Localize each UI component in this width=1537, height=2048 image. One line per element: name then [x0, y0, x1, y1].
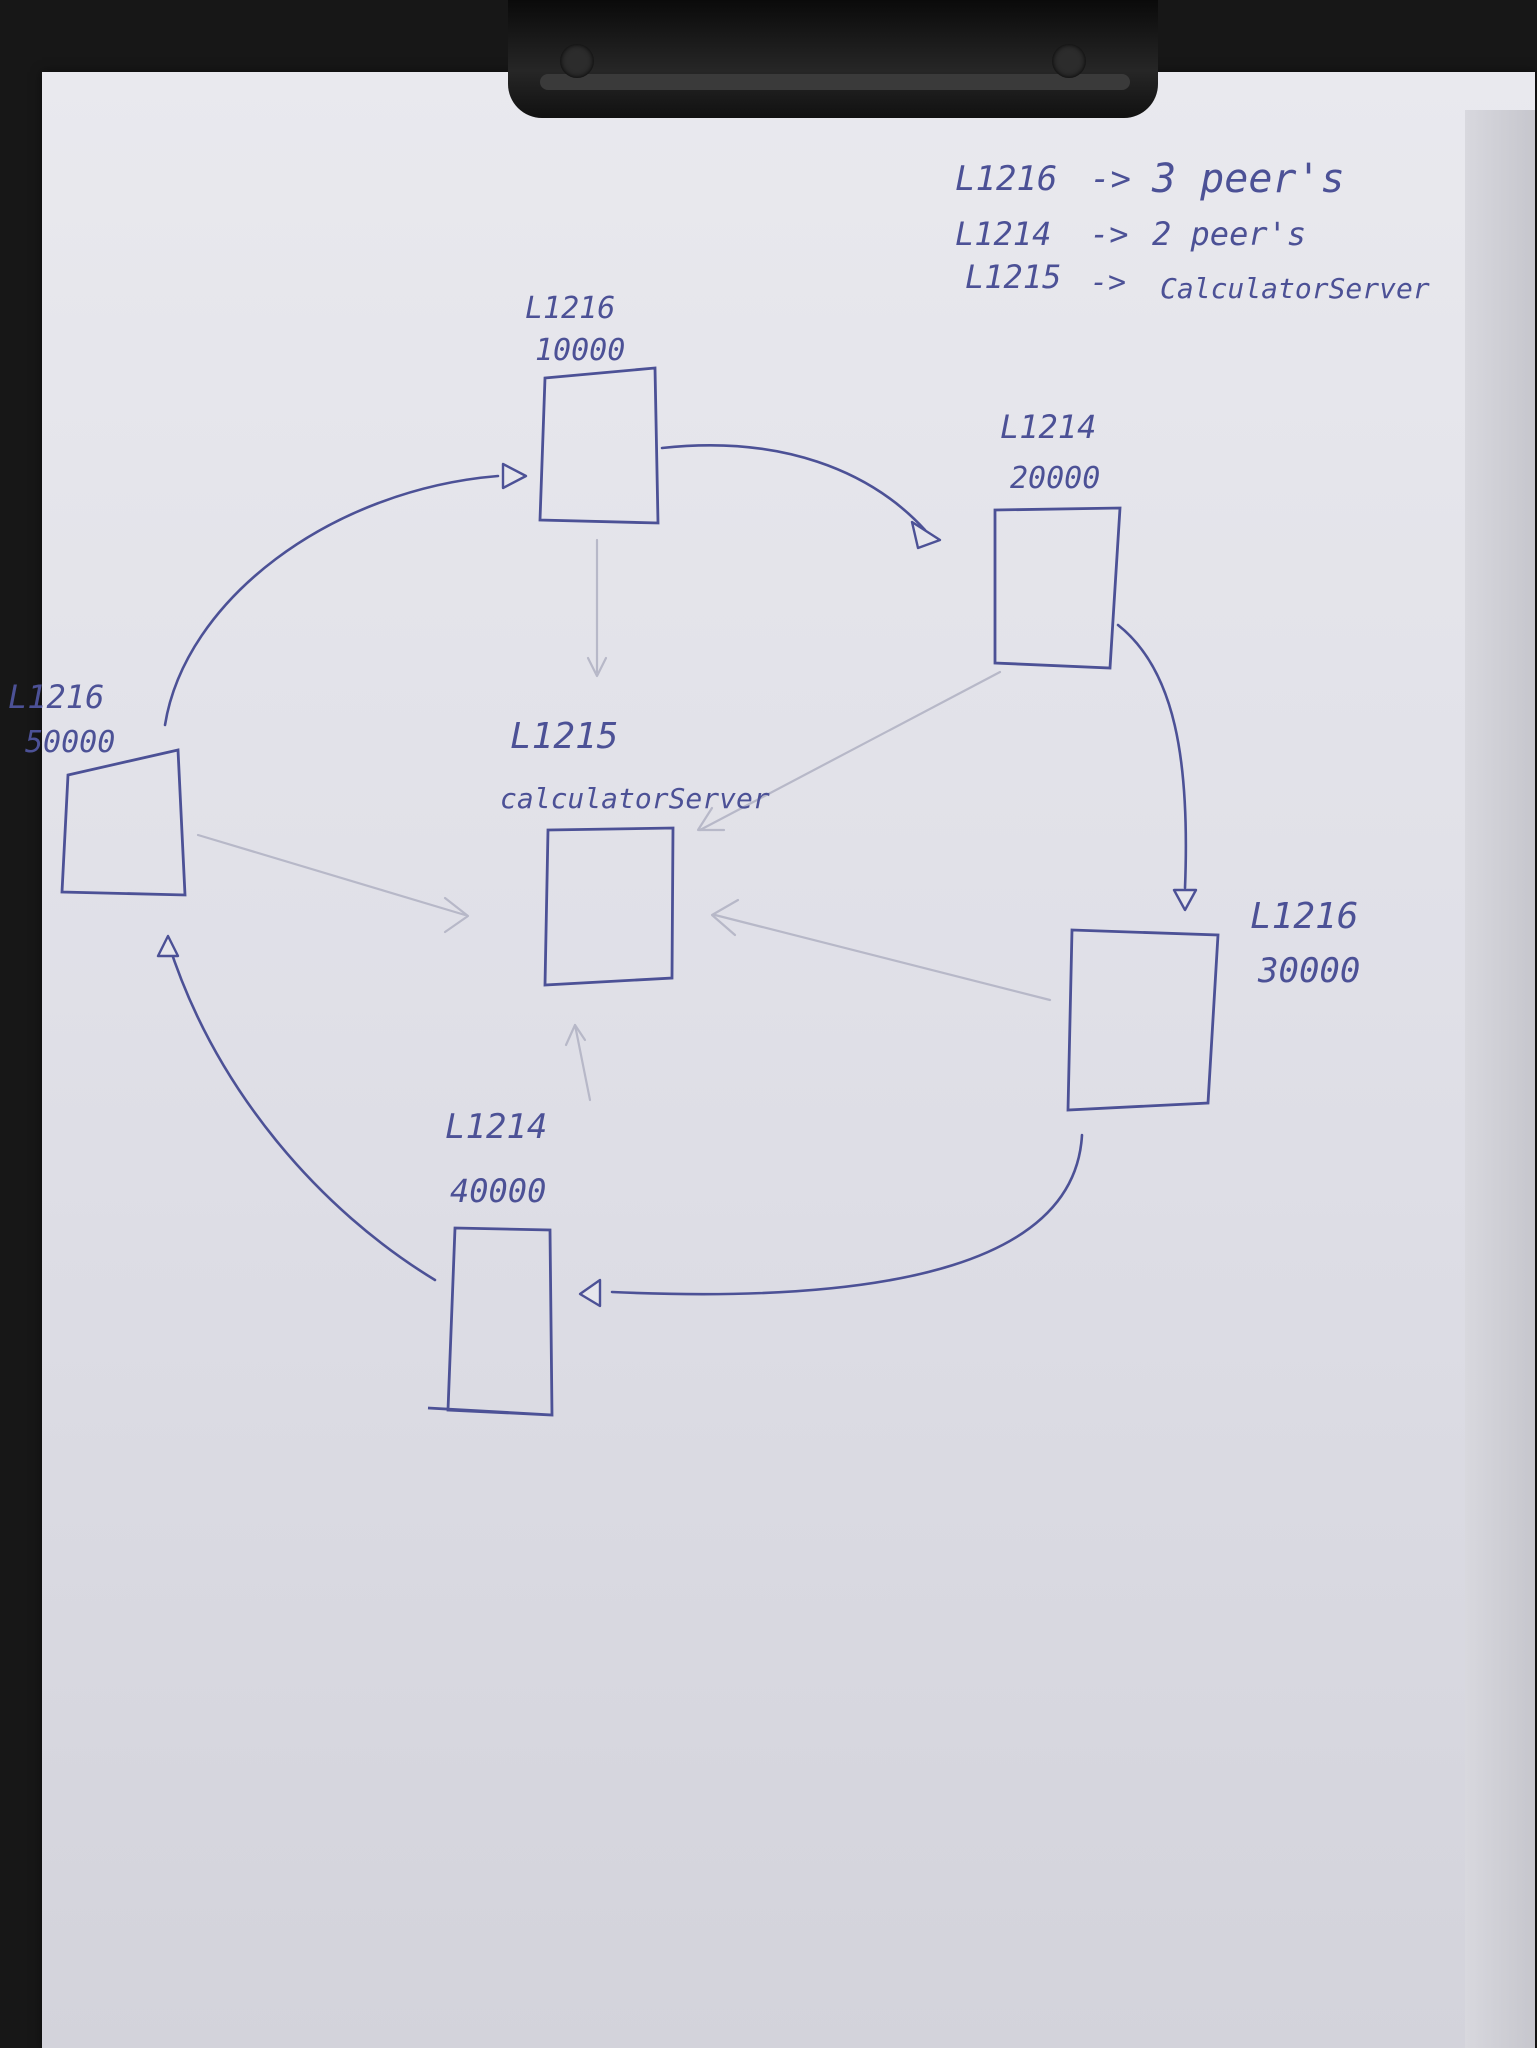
peer-box-40000 — [427, 1226, 554, 1417]
node-port-label: 20000 — [1010, 461, 1100, 496]
server-role-label: calculatorServer — [500, 782, 770, 815]
connection-arrowhead — [710, 898, 740, 937]
ring-arrow-20000-30000 — [1116, 623, 1188, 890]
legend-node: L1215 — [965, 258, 1061, 296]
peer-box-50000 — [60, 748, 187, 897]
connection-line — [713, 913, 1052, 1002]
connection-arrowhead — [443, 896, 470, 934]
node-host-label: L1216 — [8, 678, 104, 716]
node-port-label: 10000 — [535, 333, 625, 368]
peer-box-30000 — [1066, 928, 1220, 1112]
server-host-label: L1215 — [510, 716, 618, 757]
legend-arrow: -> — [1090, 215, 1129, 253]
ring-arrow-30000-40000 — [610, 1133, 1084, 1296]
connection-line — [573, 1023, 592, 1102]
node-port-label: 30000 — [1257, 951, 1360, 991]
legend: L1216 -> 3 peer's L1214 -> 2 peer's L121… — [955, 156, 1430, 305]
ring-arrowhead — [156, 934, 180, 958]
ring-arrow-10000-20000 — [660, 444, 927, 532]
node-labels: L1216 10000 L1214 20000 L1216 30000 L121… — [8, 291, 1360, 1210]
ring-connections — [156, 444, 1198, 1308]
legend-arrow: -> — [1090, 159, 1131, 199]
clipboard-rivet — [1052, 44, 1086, 78]
legend-node: L1216 — [955, 159, 1057, 199]
paper-edge — [1465, 110, 1535, 2048]
clipboard-rivet — [560, 44, 594, 78]
legend-arrow: -> — [1090, 265, 1126, 300]
ring-arrowhead — [1172, 888, 1198, 912]
server-box — [543, 826, 675, 987]
connection-line — [698, 670, 1002, 832]
legend-role: 3 peer's — [1151, 156, 1345, 202]
server-connections — [196, 538, 1052, 1102]
node-host-label: L1216 — [525, 291, 615, 326]
peer-box-10000 — [538, 366, 660, 525]
legend-node: L1214 — [955, 215, 1051, 253]
connection-arrowhead — [564, 1023, 587, 1047]
peer-nodes — [60, 366, 1220, 1417]
ring-arrow-40000-50000 — [166, 940, 437, 1282]
connection-arrowhead — [586, 656, 608, 678]
ring-arrowhead — [501, 462, 528, 490]
node-host-label: L1216 — [1250, 896, 1358, 937]
ring-arrow-50000-10000 — [163, 474, 500, 727]
paper-sheet — [42, 72, 1535, 2048]
node-port-label: 40000 — [450, 1172, 546, 1210]
node-host-label: L1214 — [445, 1107, 547, 1147]
node-port-label: 50000 — [25, 725, 115, 760]
legend-role: CalculatorServer — [1160, 272, 1430, 305]
legend-role: 2 peer's — [1152, 215, 1306, 253]
clipboard-clip — [508, 0, 1158, 118]
connection-line — [196, 833, 467, 917]
node-host-label: L1214 — [1000, 408, 1096, 446]
clipboard-clip-slot — [540, 74, 1130, 90]
peer-box-20000 — [993, 506, 1122, 670]
ring-arrowhead — [578, 1278, 602, 1308]
ring-arrowhead — [910, 520, 942, 550]
connection-arrowhead — [696, 806, 726, 832]
